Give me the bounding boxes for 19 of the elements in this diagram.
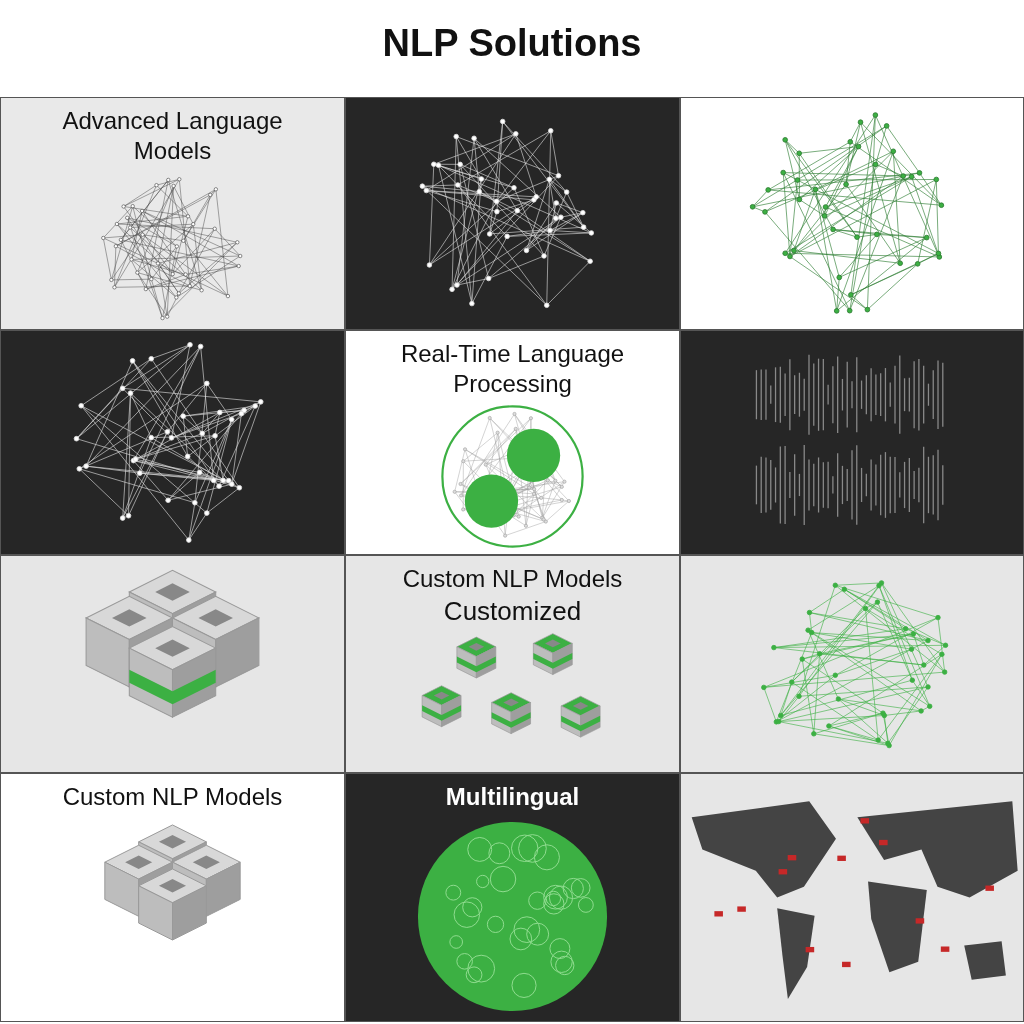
image-panel (0, 97, 345, 330)
image-panel (345, 97, 680, 330)
panel-label: Custom NLP Models (62, 782, 283, 812)
image-panel (345, 555, 680, 773)
image-panel (680, 773, 1024, 1022)
image-panel (680, 555, 1024, 773)
panel-label: Multilingual (445, 782, 580, 812)
image-panel (345, 773, 680, 1022)
image-panel (345, 330, 680, 555)
panel-label: Customized (443, 596, 582, 626)
image-panel (0, 330, 345, 555)
image-panel (680, 97, 1024, 330)
panel-label: Real-Time Language Processing (399, 339, 626, 399)
panel-label: Advanced Language Models (61, 106, 284, 166)
image-panel (0, 773, 345, 1022)
image-panel (0, 555, 345, 773)
title: NLP Solutions (381, 22, 643, 65)
image-panel (680, 330, 1024, 555)
panel-label: Custom NLP Models (402, 564, 623, 594)
